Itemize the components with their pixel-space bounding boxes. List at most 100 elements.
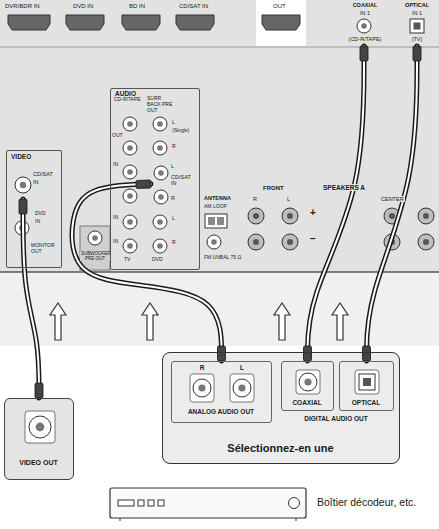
- rca-jack-pin: [238, 384, 245, 391]
- rca-jack: [123, 141, 137, 155]
- cable-connector: [308, 46, 365, 361]
- polarity-sign: +: [309, 207, 317, 219]
- node-text: ANALOG AUDIO OUT: [172, 408, 270, 415]
- speaker-terminal-core: [423, 239, 429, 245]
- hdmi-port: [66, 15, 104, 30]
- cable-plug: [360, 46, 368, 61]
- input-label: IN: [34, 219, 41, 225]
- node-text: R: [196, 364, 208, 371]
- hdmi-out-area: [256, 0, 306, 46]
- coaxial-input: COAXIAL IN 1 (CD-R/TAPE): [334, 2, 398, 46]
- label-holder: FRONT: [262, 185, 285, 192]
- group-label: DIGITAL AUDIO OUT: [280, 415, 392, 422]
- node-text: IN 1: [334, 10, 396, 16]
- rca-jack-pin: [92, 235, 98, 241]
- label-holder: IN: [34, 219, 41, 225]
- rca-jack: [153, 215, 167, 229]
- cable: [304, 46, 369, 361]
- text-holder: COAXIAL: [334, 2, 396, 8]
- rca-jack-pin: [198, 384, 205, 391]
- label-holder: FM UNBAL 75 Ω: [203, 255, 242, 261]
- rca-jack-pin: [127, 145, 133, 151]
- optical-jack: [410, 19, 424, 33]
- speaker-terminal-core: [287, 213, 293, 219]
- node-text: OPTICAL: [398, 2, 436, 8]
- terminal-label: AM LOOP: [203, 204, 228, 210]
- cable-core: [308, 46, 365, 361]
- rca-jack: [299, 373, 317, 391]
- video-out-panel-fill: [4, 398, 74, 480]
- label-holder: AM LOOP: [203, 204, 228, 210]
- output-label: SUBWOOFER PRE OUT: [80, 251, 110, 261]
- node-text: IN 1: [398, 10, 436, 16]
- cable-plug: [35, 383, 43, 398]
- cable-plug: [304, 346, 312, 361]
- section-label: FRONT: [262, 185, 285, 192]
- text-holder: IN: [33, 179, 39, 185]
- optical-jack-port: [414, 23, 421, 30]
- jack-housing: [190, 374, 214, 402]
- rca-jack: [123, 165, 137, 179]
- label-holder: −: [309, 233, 317, 245]
- channel-label: R: [171, 240, 177, 246]
- text-holder: VIDEO OUT: [5, 459, 72, 467]
- channel-label: R: [252, 196, 258, 202]
- rca-jack-pin: [127, 121, 133, 127]
- label-holder: DVD: [151, 257, 164, 263]
- rca-jack-pin: [157, 243, 163, 249]
- label-holder: (Single): [171, 128, 190, 134]
- channel-label: L: [286, 196, 291, 202]
- node-text: L: [171, 163, 174, 169]
- rca-jack: [357, 19, 371, 33]
- row-label: OUT: [111, 133, 124, 139]
- channel-label: L: [171, 216, 176, 222]
- terminal-label: FM UNBAL 75 Ω: [203, 255, 242, 261]
- jack-housing: [25, 411, 55, 443]
- rca-jack: [123, 189, 137, 203]
- audio-input-panel: AUDIOLCD/SAT INR: [110, 88, 200, 270]
- node-text: CD/SAT IN: [171, 174, 197, 187]
- speaker-terminal-core: [253, 213, 259, 219]
- channel-label: R: [171, 144, 177, 150]
- rca-jack-pin: [20, 182, 26, 188]
- text-holder: VIDEO: [11, 153, 31, 160]
- set-top-box: [110, 488, 306, 518]
- output-panel: Sélectionnez-en uneRLANALOG AUDIO OUTCOA…: [162, 352, 400, 464]
- column-label: CD-R/TAPE: [113, 97, 142, 103]
- label-holder: SUBWOOFER PRE OUT: [80, 251, 110, 261]
- speaker-terminal: [248, 234, 264, 250]
- speaker-terminal: [282, 234, 298, 250]
- channel-label: L: [171, 120, 176, 126]
- cable: [363, 46, 422, 361]
- rca-jack: [153, 239, 167, 253]
- cable: [19, 199, 43, 398]
- node-text: VIDEO: [11, 153, 31, 160]
- am-terminal-slot: [208, 217, 215, 225]
- speaker-terminal-core: [287, 239, 293, 245]
- hdmi-port: [176, 15, 214, 30]
- output-panel-fill: [162, 352, 400, 464]
- label-holder: CENTER: [380, 196, 405, 202]
- set-top-box-button: [148, 500, 154, 506]
- analog-audio-out: R L ANALOG AUDIO OUT: [171, 361, 272, 423]
- fm-jack-pin: [211, 239, 217, 245]
- node-text: (CD-R/TAPE): [334, 36, 396, 42]
- input-label: CD/SAT IN: [178, 3, 209, 10]
- rca-jack: [193, 379, 211, 397]
- label-holder: IN: [112, 215, 119, 221]
- optical-jack-port: [363, 378, 371, 386]
- text-holder: (TV): [398, 36, 436, 42]
- node-text: L: [236, 364, 248, 371]
- label-holder: CD-R/TAPE: [113, 97, 142, 103]
- node-text: VIDEO OUT: [5, 459, 72, 467]
- set-top-box-knob: [289, 498, 300, 509]
- speaker-terminal-core: [423, 213, 429, 219]
- rca-jack-pin: [361, 23, 367, 29]
- speaker-terminal-core: [389, 213, 395, 219]
- jack-graphics: [5, 399, 73, 479]
- speaker-terminal: [282, 208, 298, 224]
- section-label: ANTENNA: [203, 195, 232, 201]
- fm-jack: [207, 235, 221, 249]
- speaker-terminal: [418, 208, 434, 224]
